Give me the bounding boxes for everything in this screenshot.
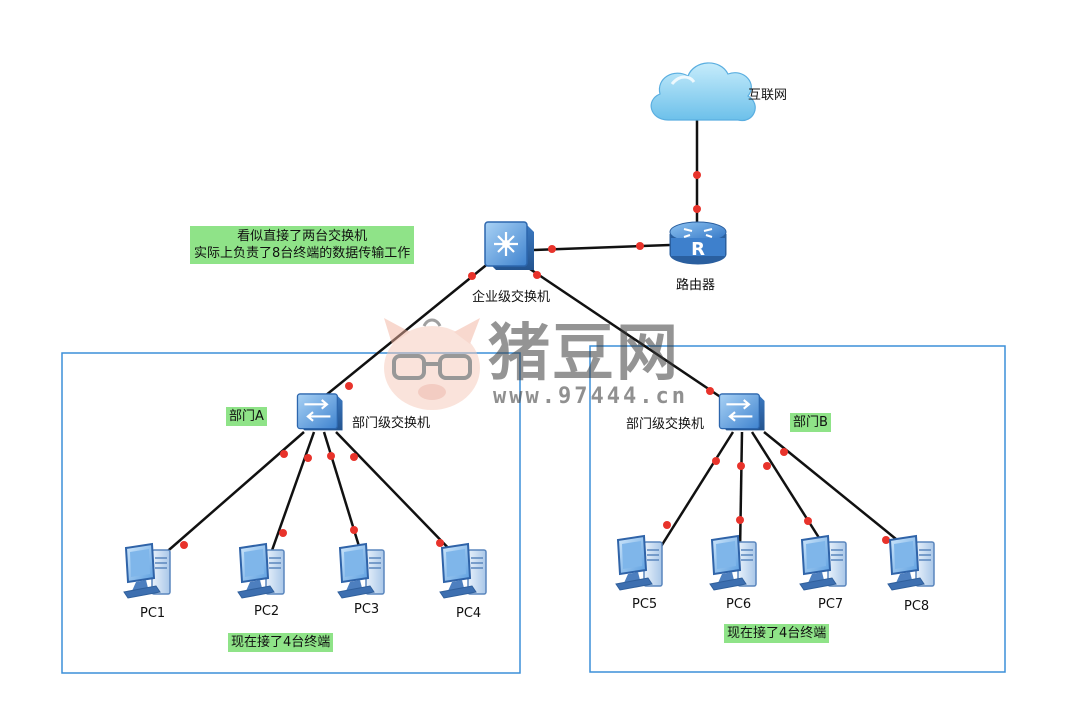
core-switch-label: 企业级交换机 [472,290,551,305]
link-dot [636,242,644,250]
core-switch-icon [484,221,534,270]
link-dot [548,245,556,253]
link-dot [712,457,720,465]
link-dept-a-pc3 [322,431,364,557]
dept-b-switch-icon [718,392,766,432]
pc2-label: PC2 [254,604,280,619]
pc3-label: PC3 [354,602,380,617]
core-note-line-1: 看似直接了两台交换机 [237,229,368,244]
watermark-site-url: www.97444.cn [493,384,688,409]
router-label: 路由器 [676,278,716,293]
link-dot [279,529,287,537]
link-dept-b-pc5 [653,431,735,557]
link-dot [693,171,701,179]
svg-text:R: R [691,239,705,260]
pc4-label: PC4 [456,606,482,621]
link-dot [280,450,288,458]
router-icon: R [669,221,727,265]
link-dot [882,536,890,544]
watermark-site-name: 猪豆网 [488,316,681,389]
pc8-label: PC8 [904,599,930,614]
link-dot [736,516,744,524]
core-switch-note: 看似直接了两台交换机 实际上负责了8台终端的数据传输工作 [190,226,415,264]
pc5-label: PC5 [632,597,658,612]
dept-a-switch-icon [296,392,344,432]
link-dept-a-pc2 [268,431,316,557]
cloud-icon [650,62,756,122]
link-dots [180,171,890,549]
pc8-icon [887,535,935,591]
pc6-icon [709,535,757,591]
link-dot [436,539,444,547]
link-dot [350,526,358,534]
pc3-icon [337,543,385,599]
pc5-icon [615,535,663,591]
dept-a-boundary [61,352,521,674]
watermark-pig-logo [384,318,480,410]
dept-b-switch-label: 部门级交换机 [626,417,705,432]
link-dot [350,453,358,461]
dept-b-boundary [589,345,1006,673]
pc2-icon [237,543,285,599]
link-core-dept-b [523,263,726,402]
dept-b-name: 部门B [790,413,831,432]
pc7-label: PC7 [818,597,844,612]
link-dept-a-pc4 [335,431,457,557]
link-dept-b-pc6 [738,431,744,553]
pc7-icon [799,535,847,591]
dept-a-name: 部门A [226,407,267,426]
link-dot [468,272,476,280]
link-dot [533,271,541,279]
link-dept-b-pc7 [750,431,830,553]
internet-label: 互联网 [748,88,788,103]
link-dept-b-pc8 [763,431,913,553]
link-router-core [533,243,671,252]
link-dot [763,462,771,470]
pc1-icon [123,543,171,599]
pc6-label: PC6 [726,597,752,612]
link-dot [180,541,188,549]
link-dot [663,521,671,529]
link-dot [327,452,335,460]
dept-a-note: 现在接了4台终端 [228,633,334,652]
link-dot [780,448,788,456]
pc4-icon [439,543,487,599]
pc1-label: PC1 [140,606,166,621]
link-dot [693,205,701,213]
link-dot [804,517,812,525]
link-dot [737,462,745,470]
link-dot [304,454,312,462]
link-dot [706,387,714,395]
dept-a-switch-label: 部门级交换机 [352,416,431,431]
core-note-line-2: 实际上负责了8台终端的数据传输工作 [194,246,411,261]
link-dot [345,382,353,390]
dept-b-note: 现在接了4台终端 [724,624,830,643]
